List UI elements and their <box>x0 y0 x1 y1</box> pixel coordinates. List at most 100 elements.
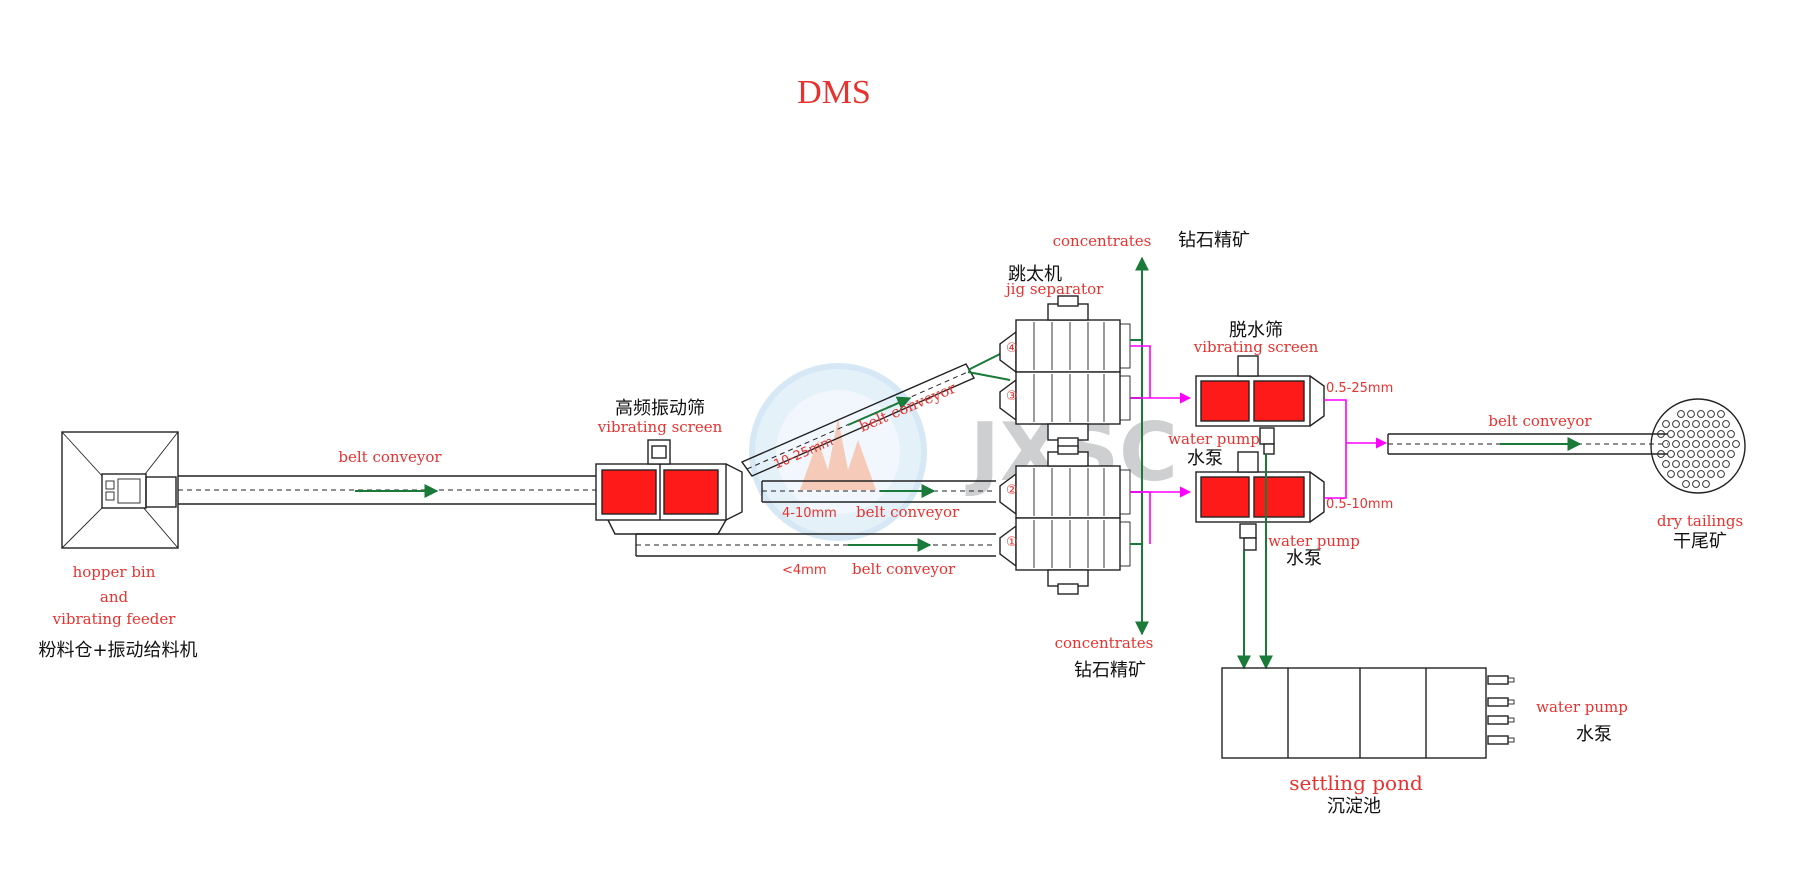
pond-pump-label-en: water pump <box>1536 698 1628 716</box>
pump-mid-label-cn: 水泵 <box>1187 448 1223 469</box>
tailings-dot <box>1712 420 1720 428</box>
conveyor-10-25mm <box>740 363 975 477</box>
pump-low-label-cn: 水泵 <box>1286 548 1322 569</box>
tailings-dot <box>1697 470 1705 478</box>
tailings-dot <box>1677 410 1685 418</box>
tailings-dot <box>1712 460 1720 468</box>
jig-unit-4 <box>999 319 1131 374</box>
tailings-dot <box>1717 450 1725 458</box>
tailings-dot <box>1687 430 1695 438</box>
water-pump-mid <box>1259 427 1275 455</box>
dewatering-size-bottom: 0.5-10mm <box>1326 497 1393 512</box>
diagram-title: DMS <box>797 74 871 111</box>
dewatering-size-top: 0.5-25mm <box>1326 381 1393 396</box>
tailings-dot <box>1657 430 1665 438</box>
jig-unit-2-marker: ② <box>1006 483 1018 498</box>
tailings-dot <box>1662 440 1670 448</box>
tailings-dot <box>1717 430 1725 438</box>
water-pump-low <box>1239 523 1257 551</box>
main-belt-conveyor <box>178 475 596 505</box>
tailings-dot <box>1667 450 1675 458</box>
tailings-dot <box>1687 410 1695 418</box>
tailings-dot <box>1667 470 1675 478</box>
tailings-dot <box>1687 470 1695 478</box>
fraction-under-4mm-label: <4mm <box>782 563 827 578</box>
jig-unit-2 <box>999 465 1131 519</box>
concentrates-top-cn: 钻石精矿 <box>1178 230 1250 251</box>
tailings-dot <box>1702 420 1710 428</box>
tailings-dot <box>1722 460 1730 468</box>
tail-belt-conveyor <box>1387 433 1668 455</box>
pond-pump-label-cn: 水泵 <box>1576 724 1612 745</box>
conveyor-under-4mm <box>635 533 996 557</box>
jig-separator-group <box>999 295 1131 595</box>
tailings-dot <box>1667 430 1675 438</box>
hopper-label-en-3: vibrating feeder <box>52 610 177 628</box>
settling-pond <box>1221 667 1487 759</box>
tailings-dot <box>1672 440 1680 448</box>
tailings-dot <box>1682 420 1690 428</box>
tailings-dot <box>1712 440 1720 448</box>
jig-unit-4-marker: ④ <box>1006 341 1018 356</box>
tail-conveyor-label: belt conveyor <box>1488 412 1592 430</box>
tailings-label-en: dry tailings <box>1657 512 1743 530</box>
dewatering-screen-bottom <box>1195 451 1325 523</box>
hf-vibrating-screen <box>595 439 743 535</box>
tailings-dot <box>1697 450 1705 458</box>
tailings-dot <box>1702 480 1710 488</box>
tailings-dot <box>1692 480 1700 488</box>
tailings-dot <box>1717 410 1725 418</box>
conveyor-4-10mm <box>761 480 996 503</box>
tailings-dot <box>1692 420 1700 428</box>
tailings-dot <box>1702 460 1710 468</box>
tailings-dot <box>1677 470 1685 478</box>
tailings-dot <box>1707 450 1715 458</box>
tailings-dot <box>1707 410 1715 418</box>
settling-pond-label-en: settling pond <box>1289 771 1423 795</box>
concentrates-top-en: concentrates <box>1053 232 1152 250</box>
dewatering-label-en: vibrating screen <box>1193 338 1319 356</box>
tailings-dot <box>1707 430 1715 438</box>
tailings-dot <box>1677 450 1685 458</box>
jig-label-cn: 跳太机 <box>1008 264 1062 285</box>
settling-pond-label-cn: 沉淀池 <box>1327 796 1381 817</box>
tailings-dot <box>1727 430 1735 438</box>
jig-unit-1 <box>999 517 1131 571</box>
conveyor-4-10mm-label: belt conveyor <box>856 503 960 521</box>
fraction-4-10mm-label: 4-10mm <box>782 506 837 521</box>
tailings-dot <box>1697 430 1705 438</box>
tailings-dot <box>1682 460 1690 468</box>
hopper-label-cn: 粉料仓+振动给料机 <box>38 640 197 661</box>
tailings-dot <box>1672 420 1680 428</box>
tailings-dot <box>1707 470 1715 478</box>
hopper-label-en-2: and <box>100 588 129 606</box>
pump-low-label-en: water pump <box>1268 532 1360 550</box>
jig-unit-3-marker: ③ <box>1006 389 1018 404</box>
jig-unit-1-marker: ① <box>1006 535 1018 550</box>
jig-unit-3 <box>999 371 1131 425</box>
jig-label-en: jig separator <box>1004 280 1104 298</box>
tailings-dot <box>1697 410 1705 418</box>
main-conveyor-label: belt conveyor <box>338 448 442 466</box>
hf-screen-label-cn: 高频振动筛 <box>615 398 705 419</box>
tailings-dot <box>1682 440 1690 448</box>
tailings-dot <box>1692 460 1700 468</box>
conveyor-under-4mm-label: belt conveyor <box>852 560 956 578</box>
tailings-dot <box>1722 440 1730 448</box>
tailings-dot <box>1682 480 1690 488</box>
dewatering-oversize-lines <box>1324 399 1388 499</box>
tailings-dot <box>1662 420 1670 428</box>
dewatering-screen-top <box>1195 355 1325 427</box>
concentrates-bottom-en: concentrates <box>1055 634 1154 652</box>
tailings-dot <box>1687 450 1695 458</box>
tailings-dot <box>1692 440 1700 448</box>
tailings-dot <box>1677 430 1685 438</box>
tailings-dot <box>1717 470 1725 478</box>
tailings-dot <box>1662 460 1670 468</box>
dry-tailings-pile <box>1650 398 1746 494</box>
tailings-dot <box>1702 440 1710 448</box>
tailings-dot <box>1732 440 1740 448</box>
tailings-dot <box>1657 450 1665 458</box>
hopper-bin <box>61 431 179 549</box>
concentrates-bottom-cn: 钻石精矿 <box>1074 660 1146 681</box>
